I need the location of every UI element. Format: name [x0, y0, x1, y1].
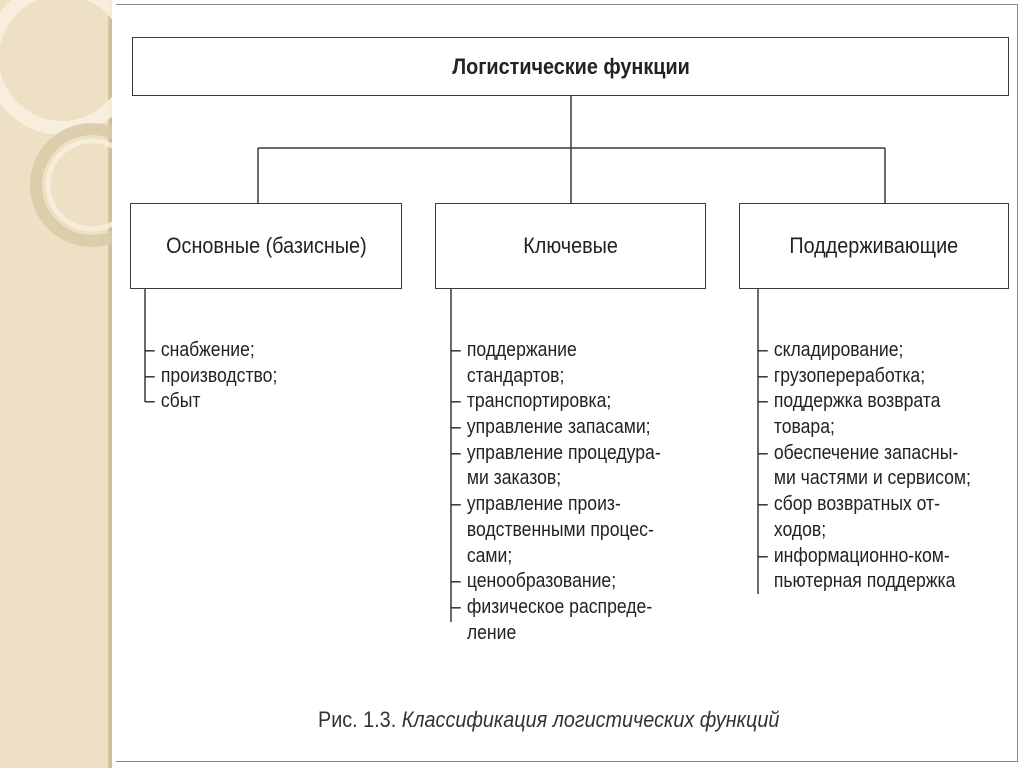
ring-upper — [0, 0, 112, 135]
category-basic-label: Основные (базисные) — [165, 233, 367, 258]
root-node: Логистические функции — [132, 37, 1009, 96]
category-basic: Основные (базисные) — [130, 203, 402, 289]
ring-lower — [30, 123, 112, 247]
figure-title: Классификация логистических функций — [401, 707, 780, 732]
side-panel-edge — [108, 0, 112, 768]
category-support-label: Поддерживающие — [789, 233, 959, 258]
category-key-label: Ключевые — [523, 233, 618, 258]
category-key: Ключевые — [435, 203, 706, 289]
content-frame — [116, 4, 1018, 762]
decorative-rings — [0, 0, 112, 247]
category-support: Поддерживающие — [739, 203, 1009, 289]
ring-lower-inner — [45, 138, 112, 232]
root-node-label: Логистические функции — [451, 53, 690, 79]
figure-number: Рис. 1.3. — [318, 707, 397, 732]
